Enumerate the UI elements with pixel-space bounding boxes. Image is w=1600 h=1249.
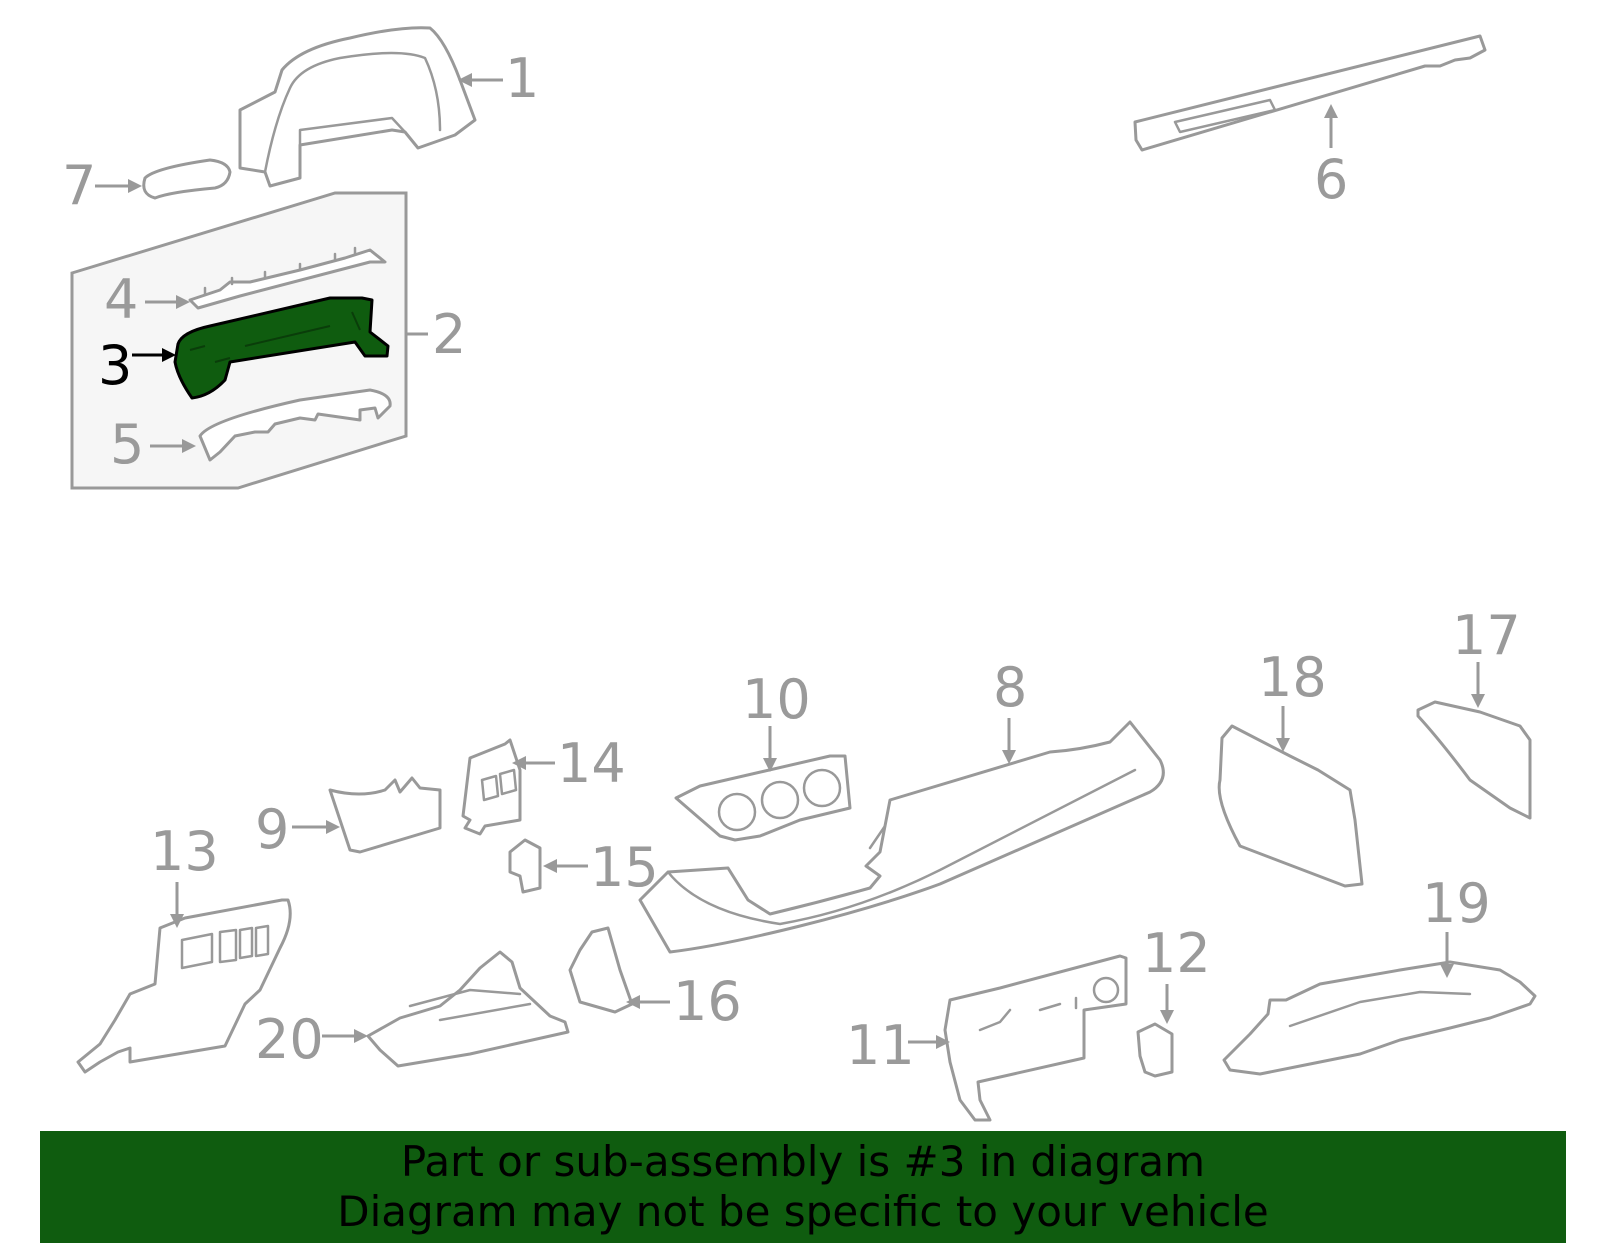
label-16: 16 — [673, 970, 742, 1033]
label-11: 11 — [846, 1014, 915, 1077]
arrow-1 — [458, 73, 503, 87]
arrow-10 — [763, 726, 777, 772]
part-4-strip[interactable] — [188, 246, 387, 310]
label-17: 17 — [1452, 604, 1521, 667]
part-13-lower-left-panel[interactable] — [76, 898, 292, 1074]
arrow-4 — [145, 295, 190, 309]
arrow-15 — [543, 859, 588, 873]
label-10: 10 — [742, 668, 811, 731]
label-2: 2 — [432, 303, 466, 366]
part-3-highlighted[interactable] — [173, 296, 390, 400]
banner-line-2: Diagram may not be specific to your vehi… — [337, 1187, 1269, 1236]
label-12: 12 — [1142, 922, 1211, 985]
part-19-lower-right-panel[interactable] — [1222, 960, 1537, 1076]
arrow-13 — [170, 882, 184, 928]
arrow-9 — [292, 820, 340, 834]
part-17-end-cap[interactable] — [1416, 700, 1532, 820]
part-18-side-panel[interactable] — [1217, 724, 1364, 888]
part-15-small-switch[interactable] — [508, 838, 542, 894]
arrow-20 — [322, 1029, 368, 1043]
part-1-cluster-hood[interactable] — [238, 26, 477, 188]
label-8: 8 — [993, 656, 1027, 719]
part-10-vent-panel[interactable] — [674, 754, 852, 842]
part-16-cover[interactable] — [568, 926, 634, 1014]
label-13: 13 — [150, 820, 219, 883]
arrow-19 — [1440, 932, 1454, 978]
part-8-dashboard-panel[interactable] — [638, 720, 1165, 954]
label-20: 20 — [255, 1008, 324, 1071]
label-3: 3 — [98, 334, 132, 397]
arrow-3 — [132, 348, 176, 362]
part-11-knee-panel[interactable] — [943, 954, 1128, 1122]
arrow-5 — [150, 439, 196, 453]
label-6: 6 — [1314, 148, 1348, 211]
label-5: 5 — [110, 413, 144, 476]
part-7-trim-piece[interactable] — [142, 158, 232, 200]
info-banner: Part or sub-assembly is #3 in diagram Di… — [40, 1131, 1566, 1243]
arrow-12 — [1160, 984, 1174, 1024]
arrow-17 — [1471, 662, 1485, 708]
part-20-console-base[interactable] — [366, 950, 570, 1068]
label-18: 18 — [1258, 646, 1327, 709]
part-6-upper-strip[interactable] — [1133, 34, 1487, 152]
arrow-11 — [908, 1035, 950, 1049]
arrow-7 — [95, 179, 142, 193]
label-4: 4 — [104, 268, 138, 331]
arrow-16 — [626, 995, 670, 1009]
arrow-6 — [1324, 104, 1338, 148]
arrow-18 — [1276, 706, 1290, 752]
banner-line-1: Part or sub-assembly is #3 in diagram — [400, 1137, 1206, 1186]
label-7: 7 — [62, 154, 96, 217]
label-15: 15 — [590, 836, 659, 899]
arrow-8 — [1002, 718, 1016, 764]
label-9: 9 — [255, 798, 289, 861]
part-12-small-switch[interactable] — [1136, 1022, 1174, 1078]
arrow-14 — [512, 756, 555, 770]
label-14: 14 — [557, 732, 626, 795]
label-19: 19 — [1422, 872, 1491, 935]
part-5-lower-trim[interactable] — [198, 388, 392, 462]
label-1: 1 — [505, 47, 539, 110]
part-9-trim[interactable] — [328, 776, 442, 854]
part-14-switch-panel[interactable] — [461, 738, 522, 836]
